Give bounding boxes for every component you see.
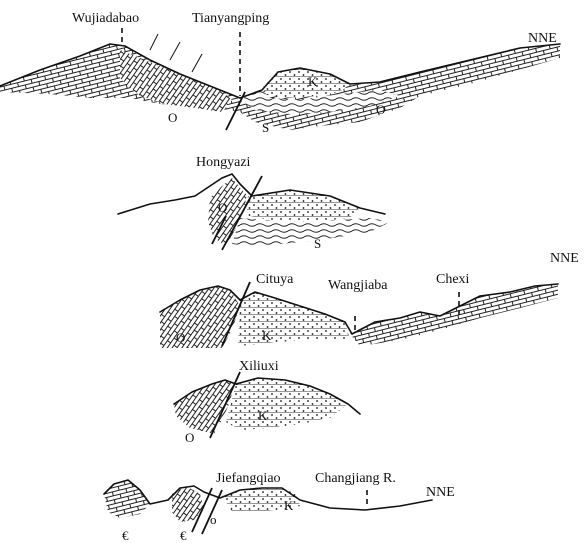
direction-label: NNE — [528, 31, 557, 46]
unit-label: O — [168, 110, 177, 125]
place-label: Wujiadabao — [72, 11, 139, 26]
unit-label: K — [258, 408, 268, 423]
place-label: Chexi — [436, 272, 470, 287]
section-2: Hongyazi O S — [118, 155, 390, 251]
place-label: Wangjiaba — [328, 278, 388, 293]
unit-label: € — [180, 528, 187, 543]
direction-label: NNE — [426, 485, 455, 500]
unit-label: K — [308, 74, 318, 89]
o-limestone — [160, 286, 240, 348]
s-shale — [232, 218, 390, 246]
fault — [150, 34, 158, 50]
unit-label: K — [262, 328, 272, 343]
unit-label: S — [262, 120, 269, 135]
k-sandstone — [226, 378, 348, 430]
limestone-body — [350, 284, 558, 346]
fault — [192, 54, 202, 72]
k-sandstone — [238, 292, 350, 346]
place-label: Tianyangping — [192, 11, 269, 26]
place-label: Hongyazi — [196, 155, 251, 170]
folded-steep-beds — [120, 50, 232, 112]
fault — [170, 42, 180, 60]
place-label: Cituya — [256, 272, 294, 287]
unit-label: o — [210, 512, 217, 527]
unit-label: K — [284, 498, 294, 513]
cambrian-limestone — [104, 480, 150, 518]
place-label: Changjiang R. — [315, 471, 396, 486]
unit-label: € — [122, 528, 129, 543]
unit-label: O — [218, 200, 227, 215]
place-label: Jiefangqiao — [216, 471, 281, 486]
unit-label: O — [176, 330, 185, 345]
direction-label: NNE — [550, 251, 579, 266]
section-1: Wujiadabao Tianyangping NNE O K S O — [0, 11, 560, 135]
section-5: Jiefangqiao Changjiang R. NNE € € o K — [104, 471, 455, 543]
unit-label: O — [376, 102, 385, 117]
place-label: Xiliuxi — [239, 359, 279, 374]
section-3: Cituya Wangjiaba Chexi NNE O K — [160, 251, 579, 348]
unit-label: O — [185, 430, 194, 445]
unit-label: S — [314, 236, 321, 251]
section-4: Xiliuxi O K — [174, 359, 360, 445]
